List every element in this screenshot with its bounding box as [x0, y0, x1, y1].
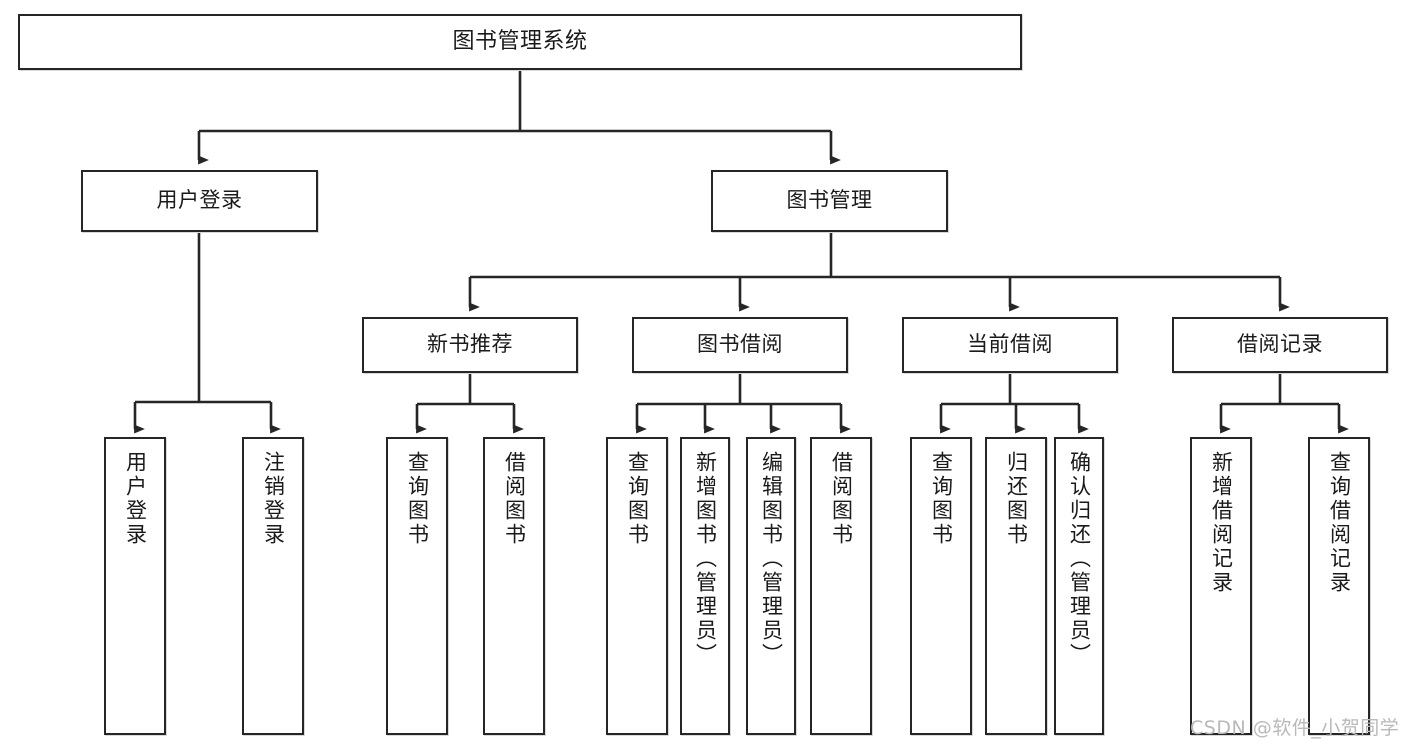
node-book-manage[interactable]: 图书管理 — [711, 170, 948, 232]
node-leaf-edit-book[interactable]: 编辑图书（管理员） — [746, 437, 796, 735]
node-leaf-query-book-2-label: 查询图书 — [625, 451, 650, 547]
node-leaf-query-book-2[interactable]: 查询图书 — [606, 437, 668, 735]
node-leaf-return-book[interactable]: 归还图书 — [985, 437, 1047, 735]
node-leaf-query-borrow-record[interactable]: 查询借阅记录 — [1308, 437, 1370, 735]
node-new-book-recommend-label: 新书推荐 — [427, 332, 513, 357]
node-leaf-confirm-return[interactable]: 确认归还（管理员） — [1054, 437, 1104, 735]
node-leaf-logout-login-label: 注销登录 — [261, 451, 286, 547]
node-current-borrow[interactable]: 当前借阅 — [902, 317, 1118, 373]
watermark: CSDN @软件_小贺同学 — [1190, 717, 1400, 739]
node-current-borrow-label: 当前借阅 — [967, 332, 1053, 357]
node-leaf-borrow-book-2-label: 借阅图书 — [829, 451, 854, 547]
node-book-manage-label: 图书管理 — [786, 188, 873, 213]
node-borrow-record[interactable]: 借阅记录 — [1172, 317, 1388, 373]
node-leaf-return-book-label: 归还图书 — [1004, 451, 1029, 547]
node-leaf-borrow-book-1-label: 借阅图书 — [502, 451, 527, 547]
node-leaf-add-borrow-record[interactable]: 新增借阅记录 — [1190, 437, 1252, 735]
node-leaf-user-login[interactable]: 用户登录 — [104, 437, 166, 735]
node-leaf-query-book-3-label: 查询图书 — [929, 451, 954, 547]
node-book-borrow-label: 图书借阅 — [697, 332, 783, 357]
node-leaf-edit-book-label: 编辑图书（管理员） — [759, 451, 784, 667]
node-root-label: 图书管理系统 — [452, 28, 588, 54]
node-leaf-user-login-label: 用户登录 — [123, 451, 148, 547]
node-user-login[interactable]: 用户登录 — [81, 170, 318, 232]
node-leaf-add-borrow-record-label: 新增借阅记录 — [1209, 451, 1234, 595]
node-leaf-add-book-label: 新增图书（管理员） — [693, 451, 718, 667]
node-leaf-query-book-3[interactable]: 查询图书 — [910, 437, 972, 735]
node-root[interactable]: 图书管理系统 — [18, 14, 1022, 70]
node-borrow-record-label: 借阅记录 — [1237, 332, 1323, 357]
node-leaf-borrow-book-2[interactable]: 借阅图书 — [810, 437, 872, 735]
node-leaf-borrow-book-1[interactable]: 借阅图书 — [483, 437, 545, 735]
node-new-book-recommend[interactable]: 新书推荐 — [362, 317, 578, 373]
node-leaf-confirm-return-label: 确认归还（管理员） — [1067, 451, 1092, 667]
node-leaf-add-book[interactable]: 新增图书（管理员） — [680, 437, 730, 735]
node-leaf-query-book-1[interactable]: 查询图书 — [386, 437, 448, 735]
node-leaf-query-book-1-label: 查询图书 — [405, 451, 430, 547]
node-user-login-label: 用户登录 — [156, 188, 243, 213]
node-leaf-logout-login[interactable]: 注销登录 — [242, 437, 304, 735]
node-leaf-query-borrow-record-label: 查询借阅记录 — [1327, 451, 1352, 595]
node-book-borrow[interactable]: 图书借阅 — [632, 317, 848, 373]
